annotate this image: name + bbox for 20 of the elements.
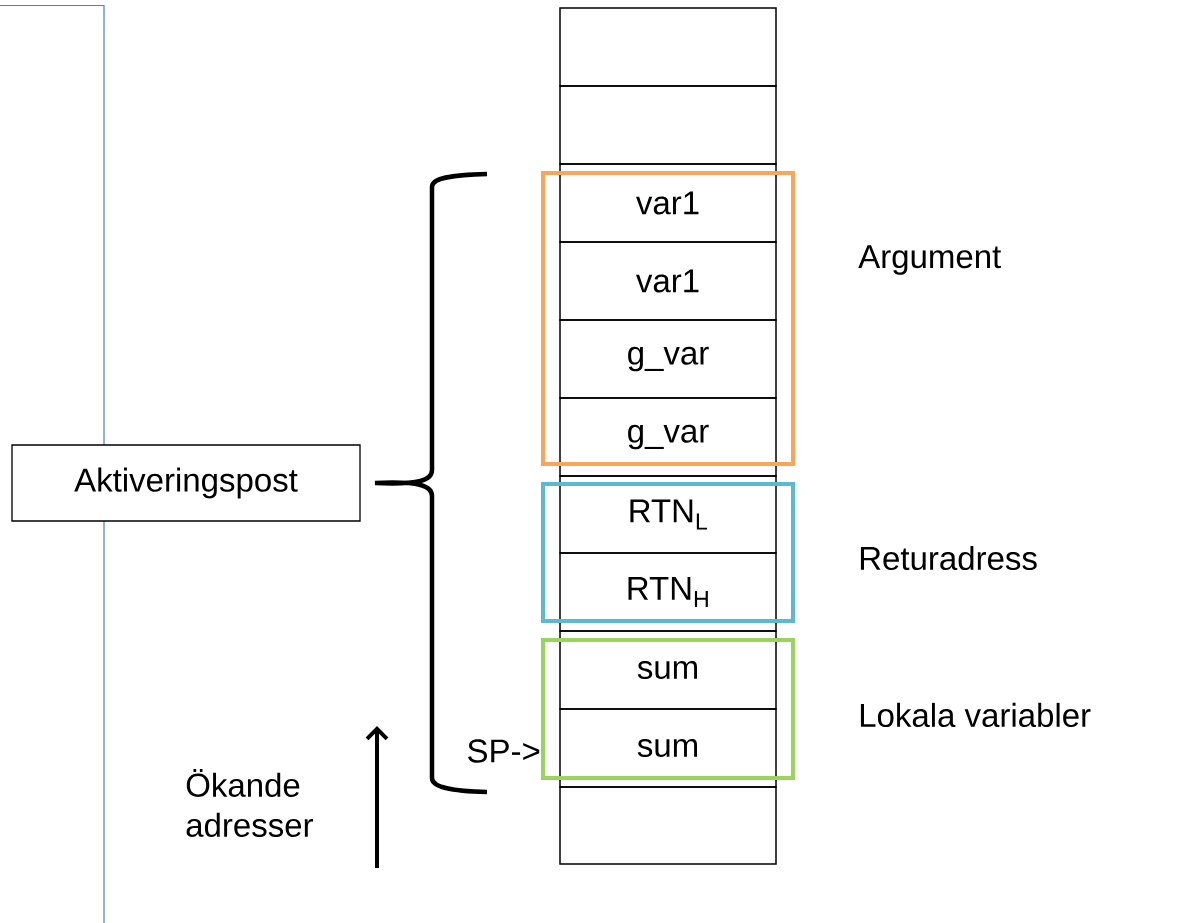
label-box: Aktiveringspost [11, 444, 361, 522]
group-label: Returadress [860, 545, 1037, 571]
group-label: Argument [858, 245, 1001, 275]
pointer-label: SP-> [468, 739, 540, 763]
stack-cell: var1 [559, 163, 777, 243]
empty-stack-cell [559, 85, 777, 165]
group-frame [541, 638, 795, 780]
group-label: Lokala variabler [860, 702, 1091, 728]
stack-cell: RTN$_{H}$ [559, 552, 777, 632]
stack-cell: g_var [559, 319, 777, 399]
empty-stack-cell [559, 786, 777, 865]
stack-cell: sum [559, 630, 777, 710]
axis-label: Ökande adresser [186, 769, 314, 837]
stack-cell: g_var [559, 397, 777, 477]
stack-cell: var1 [559, 241, 777, 321]
stack-cell: RTN$_{L}$ [559, 475, 777, 554]
stack-cell: sum [559, 708, 777, 788]
group-frame [541, 171, 795, 466]
group-frame [541, 482, 795, 623]
empty-stack-cell [559, 7, 777, 87]
